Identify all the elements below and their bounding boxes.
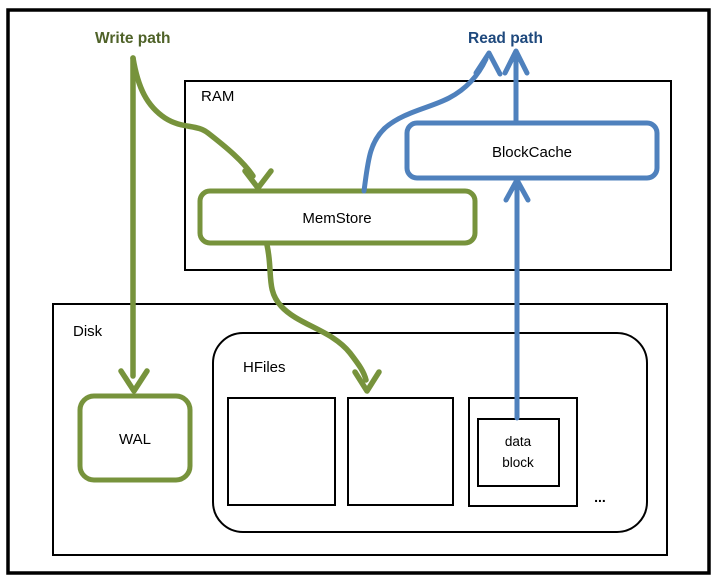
data-block-label-line2: block (502, 455, 534, 470)
read-path-label: Read path (468, 30, 543, 47)
wal-box (77, 393, 193, 483)
memstore-flush-arrowhead-icon (352, 369, 382, 394)
data-block-box (477, 418, 560, 487)
data-block-label-line1: data (505, 434, 532, 449)
diagram-outer-border (6, 8, 711, 575)
write-to-memstore-arrowhead-icon (242, 168, 274, 191)
memstore-label: MemStore (302, 210, 371, 227)
hfile-square-1 (227, 397, 336, 506)
hfiles-label: HFiles (243, 359, 286, 376)
blockcache-label: BlockCache (492, 144, 572, 161)
ellipsis-label: ... (594, 489, 606, 505)
write-to-wal-arrowhead-icon (118, 368, 150, 394)
memstore-flush-to-hfile-arrow (264, 242, 369, 383)
ram-label: RAM (201, 88, 234, 105)
write-to-memstore-arrow (130, 55, 256, 179)
blockcache-to-read-arrowhead-icon (502, 48, 530, 76)
write-path-label: Write path (95, 30, 171, 47)
disk-label: Disk (73, 323, 103, 340)
memstore-to-read-arrow (361, 56, 489, 194)
memstore-to-read-arrowhead-icon (473, 50, 503, 77)
datablock-to-blockcache-arrowhead-icon (503, 177, 531, 203)
blockcache-box (404, 120, 660, 181)
wal-label: WAL (119, 431, 151, 448)
memstore-box (197, 188, 478, 246)
hfile-square-2 (347, 397, 454, 506)
